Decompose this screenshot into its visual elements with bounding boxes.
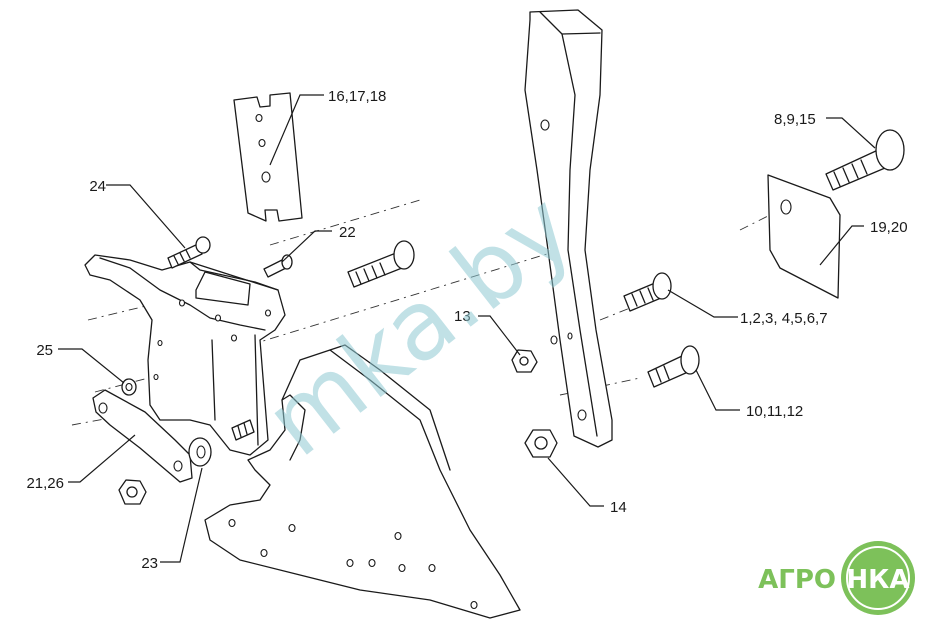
stud [231, 419, 255, 441]
nut-14 [524, 429, 558, 458]
logo-ring [846, 546, 910, 610]
vertical-beam [524, 9, 613, 448]
washer-25 [121, 378, 137, 396]
nut-left [118, 479, 147, 505]
plate-16-17-18 [233, 92, 303, 222]
label-24: 24 [89, 178, 106, 195]
nut-13 [511, 349, 538, 373]
link-strap-21-26 [92, 389, 193, 483]
bolt-1-7 [623, 272, 672, 312]
bolt-8-9-15 [825, 129, 905, 191]
bolt-10-12 [647, 345, 700, 388]
label-1-7: 1,2,3, 4,5,6,7 [740, 310, 828, 327]
bolt-22-small [263, 254, 293, 278]
label-14: 14 [610, 499, 627, 516]
label-23: 23 [141, 555, 158, 572]
label-22: 22 [339, 224, 356, 241]
logo-text-left: АГРО [758, 565, 836, 595]
agronka-logo: АГРО НКА [758, 541, 915, 615]
shear-plate-19-20 [767, 174, 841, 299]
bolt-24 [167, 236, 211, 269]
shank-body [204, 344, 521, 619]
label-13: 13 [454, 308, 471, 325]
washer-23 [188, 437, 212, 467]
label-25: 25 [36, 342, 53, 359]
label-10-11-12: 10,11,12 [746, 403, 803, 420]
logo-text-right: НКА [846, 565, 909, 595]
leader-lines [58, 94, 876, 563]
label-8-9-15: 8,9,15 [774, 111, 816, 128]
logo-circle [841, 541, 915, 615]
label-16-17-18: 16,17,18 [328, 88, 386, 105]
label-19-20: 19,20 [870, 219, 908, 236]
label-21-26: 21,26 [26, 475, 64, 492]
bolt-22-long [347, 240, 415, 288]
